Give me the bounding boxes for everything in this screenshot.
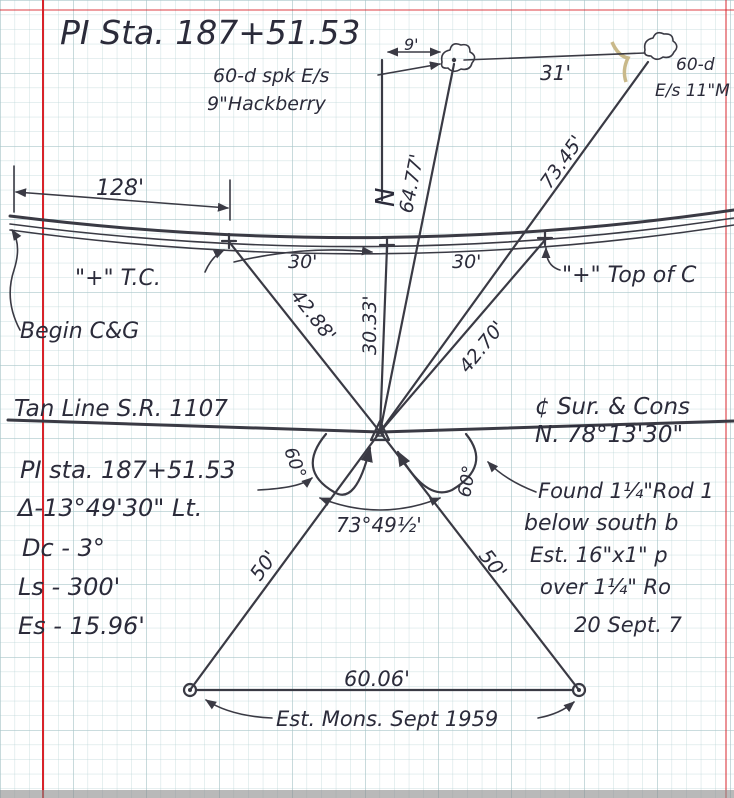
angle-arc-center bbox=[318, 497, 442, 511]
dim-30-33-text: 30.33' bbox=[359, 295, 381, 355]
page-bottom-edge bbox=[0, 790, 734, 798]
top-of-curb-arrow bbox=[541, 246, 561, 271]
tangent-line-right bbox=[378, 419, 734, 434]
begin-cg-arrow bbox=[9, 229, 22, 331]
north-letter: N bbox=[371, 188, 401, 207]
tc-label-arrow bbox=[204, 249, 226, 273]
spiral-length-text: Ls - 300' bbox=[18, 573, 120, 601]
curb-line-inner bbox=[9, 217, 734, 248]
found-note-line2: below south b bbox=[524, 511, 678, 536]
tc-cross-icon bbox=[220, 232, 238, 250]
spike-label-arrow bbox=[377, 61, 442, 76]
begin-cg-label: Begin C&G bbox=[20, 319, 139, 344]
monument-left-dot bbox=[188, 688, 192, 692]
found-note-arrow bbox=[487, 461, 537, 493]
external-text: Es - 15.96' bbox=[18, 612, 145, 640]
spike-label-line2: 9"Hackberry bbox=[207, 93, 327, 115]
tie-line-top-curb bbox=[378, 238, 547, 434]
curb-line-gutter bbox=[9, 224, 734, 255]
right-tree-line2: E/s 11"M bbox=[655, 81, 730, 101]
dim-128-line bbox=[14, 188, 230, 212]
monument-left-icon bbox=[182, 682, 198, 698]
dim-60-06-text: 60.06' bbox=[344, 667, 410, 691]
right-tree-line1: 60-d bbox=[676, 55, 715, 75]
curb-line-outer bbox=[8, 208, 734, 240]
bearing-label: N. 78°13'30" bbox=[535, 422, 683, 448]
tie-line-tc bbox=[228, 241, 382, 434]
tc-label: "+" T.C. bbox=[75, 266, 161, 291]
tie-line-right-tree bbox=[378, 60, 650, 434]
tangent-line-left bbox=[6, 418, 382, 434]
hackberry-tree-icon bbox=[440, 43, 476, 73]
dim-30-right-text: 30' bbox=[452, 251, 481, 273]
dim-9-text: 9' bbox=[404, 35, 419, 54]
est-mons-arrow-right bbox=[537, 701, 575, 719]
angle-arc-left bbox=[311, 432, 373, 496]
degree-curve-text: Dc - 3° bbox=[22, 534, 105, 562]
tree-to-tree-line bbox=[463, 52, 646, 61]
tree-root-mark bbox=[610, 41, 631, 83]
delta-text: Δ-13°49'30" Lt. bbox=[16, 494, 202, 522]
north-arrow-icon: N bbox=[371, 58, 401, 207]
tie-line-mid bbox=[378, 245, 389, 434]
mon-leg-right bbox=[378, 430, 581, 692]
title-text: PI Sta. 187+51.53 bbox=[60, 13, 360, 52]
spike-label-line1: 60-d spk E/s bbox=[213, 65, 330, 87]
est-mons-arrow-left bbox=[205, 699, 273, 719]
tan-line-label: Tan Line S.R. 1107 bbox=[14, 396, 228, 422]
dim-30-left-arc bbox=[233, 246, 374, 263]
dim-31-text: 31' bbox=[540, 61, 571, 85]
found-note-line3: Est. 16"x1" p bbox=[530, 543, 668, 567]
tie-line-hackberry bbox=[378, 62, 456, 434]
found-note-line1: Found 1¼"Rod 1 bbox=[538, 479, 714, 503]
monument-right-dot bbox=[577, 688, 581, 692]
top-of-curb-label: "+" Top of C bbox=[562, 263, 697, 288]
dim-30-left-text: 30' bbox=[288, 251, 317, 273]
monument-right-icon bbox=[571, 682, 587, 698]
right-tree-icon bbox=[610, 31, 678, 83]
mon-leg-left bbox=[188, 430, 382, 692]
top-curb-cross-icon bbox=[536, 229, 554, 247]
est-mons-label: Est. Mons. Sept 1959 bbox=[276, 707, 498, 731]
angle-center-text: 73°49½' bbox=[336, 513, 422, 537]
pi-triangle-icon bbox=[369, 419, 391, 442]
found-note-line4: over 1¼" Ro bbox=[540, 575, 671, 599]
pi-block-arrow bbox=[257, 477, 313, 491]
cl-survey-label: ¢ Sur. & Cons bbox=[535, 394, 690, 420]
pi-station-text: PI sta. 187+51.53 bbox=[20, 456, 236, 484]
dim-128-text: 128' bbox=[96, 176, 144, 201]
found-note-line5: 20 Sept. 7 bbox=[574, 613, 683, 637]
